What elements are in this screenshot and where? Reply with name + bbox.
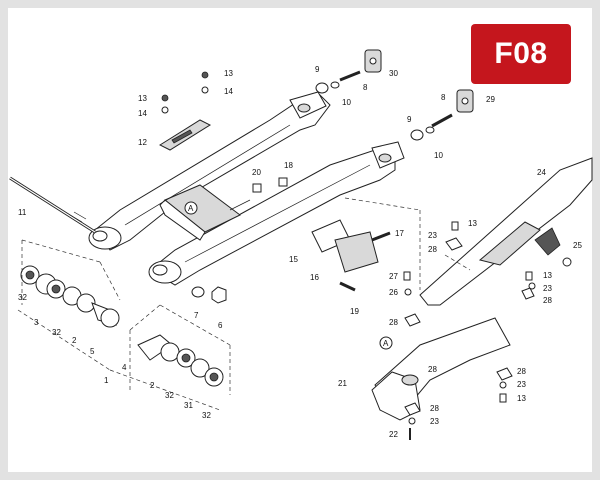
callout-28: 28	[430, 404, 439, 413]
callout-A: A	[188, 204, 194, 213]
callout-19: 19	[350, 307, 359, 316]
callout-18: 18	[284, 161, 293, 170]
callout-31: 31	[184, 401, 193, 410]
callout-28: 28	[428, 245, 437, 254]
callout-11: 11	[18, 208, 27, 217]
callout-9: 9	[407, 115, 412, 124]
callout-24: 24	[537, 168, 546, 177]
callout-1: 1	[104, 376, 109, 385]
callout-13: 13	[138, 94, 147, 103]
callout-16: 16	[310, 273, 319, 282]
callout-9: 9	[315, 65, 320, 74]
callout-15: 15	[289, 255, 298, 264]
callout-28: 28	[543, 296, 552, 305]
callout-4: 4	[122, 363, 127, 372]
section-code: F08	[494, 37, 548, 70]
callout-a-circle	[184, 201, 198, 215]
chain-guide	[371, 317, 511, 421]
callout-10: 10	[434, 151, 443, 160]
callout-labels: 13 14 13 14 12 9 10 8 30 8 29 9 10 20 18…	[18, 65, 582, 439]
callout-32: 32	[165, 391, 174, 400]
callout-5: 5	[90, 347, 95, 356]
callout-28: 28	[389, 318, 398, 327]
callout-12: 12	[138, 138, 147, 147]
callout-2: 2	[150, 381, 155, 390]
callout-8: 8	[441, 93, 446, 102]
callout-23: 23	[428, 231, 437, 240]
callout-23: 23	[543, 284, 552, 293]
callout-13: 13	[543, 271, 552, 280]
callout-21: 21	[338, 379, 347, 388]
callout-2: 2	[72, 336, 77, 345]
callout-30: 30	[389, 69, 398, 78]
callout-17: 17	[395, 229, 404, 238]
callout-8: 8	[363, 83, 368, 92]
bearing-set	[20, 265, 224, 387]
chain-guard	[419, 157, 593, 306]
callout-a-circle	[379, 336, 393, 350]
callout-25: 25	[573, 241, 582, 250]
pivot-axle	[9, 176, 96, 234]
callout-28: 28	[517, 367, 526, 376]
callout-32: 32	[18, 293, 27, 302]
callout-13: 13	[224, 69, 233, 78]
callout-10: 10	[342, 98, 351, 107]
callout-14: 14	[138, 109, 147, 118]
callout-32: 32	[202, 411, 211, 420]
callout-13: 13	[468, 219, 477, 228]
callout-20: 20	[252, 168, 261, 177]
callout-26: 26	[389, 288, 398, 297]
callout-27: 27	[389, 272, 398, 281]
chain-tensioner	[311, 219, 379, 273]
callout-7: 7	[194, 311, 199, 320]
callout-A: A	[383, 339, 389, 348]
section-badge: F08	[471, 24, 571, 84]
callout-22: 22	[389, 430, 398, 439]
callout-23: 23	[430, 417, 439, 426]
callout-32: 32	[52, 328, 61, 337]
hardware	[161, 49, 572, 440]
callout-28: 28	[428, 365, 437, 374]
sensor-bracket	[158, 119, 212, 151]
swingarm	[88, 91, 405, 286]
callout-14: 14	[224, 87, 233, 96]
leader-lines	[17, 197, 471, 411]
callout-13: 13	[517, 394, 526, 403]
callout-3: 3	[34, 318, 39, 327]
callout-6: 6	[218, 321, 223, 330]
callout-23: 23	[517, 380, 526, 389]
callout-29: 29	[486, 95, 495, 104]
